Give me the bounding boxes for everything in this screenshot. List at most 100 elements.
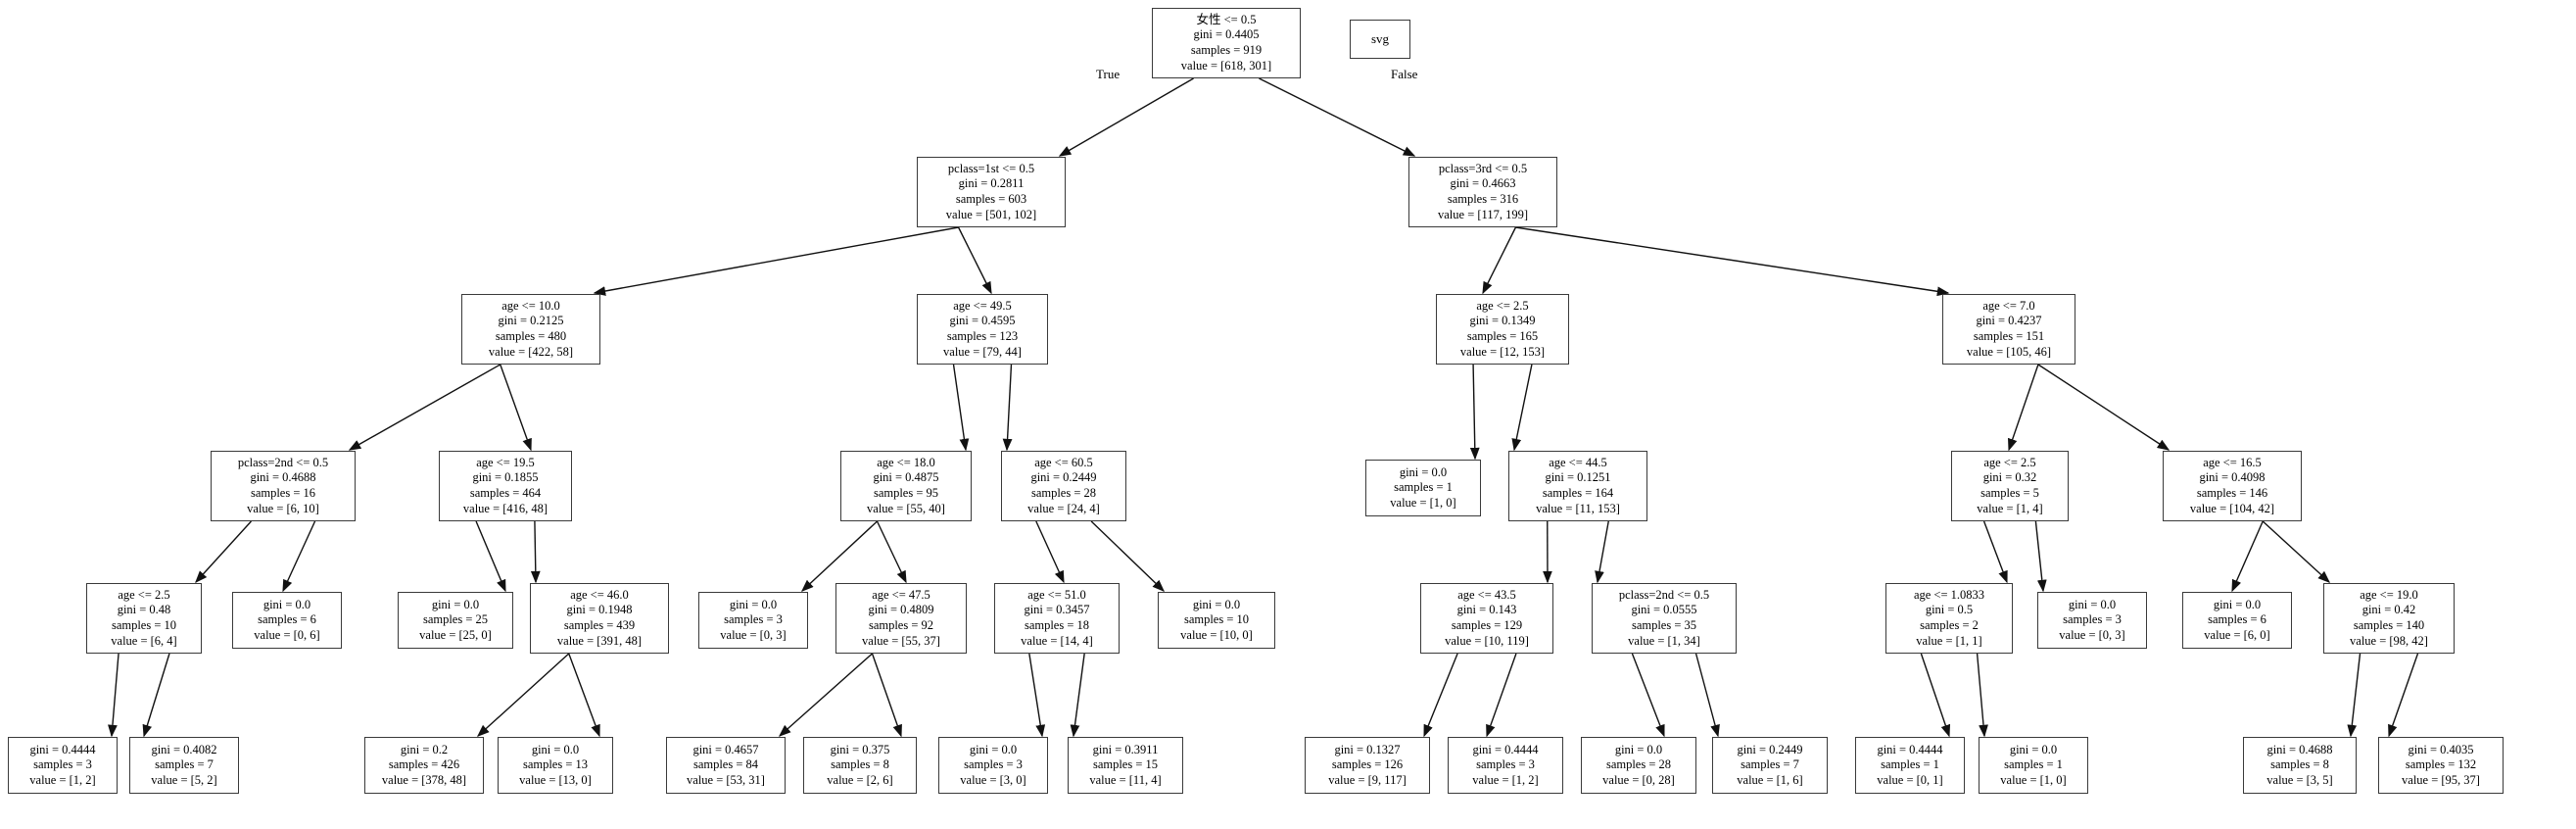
node-line: samples = 164: [1542, 486, 1614, 500]
node-line: samples = 919: [1190, 43, 1263, 57]
tree-edge: [1259, 77, 1416, 157]
tree-edge: [1486, 653, 1517, 738]
node-line: samples = 25: [422, 612, 489, 627]
node-line: samples = 28: [1030, 486, 1097, 500]
tree-edge: [2037, 364, 2171, 451]
node-line: gini = 0.1251: [1545, 470, 1611, 485]
node-line: value = [14, 4]: [1021, 633, 1093, 648]
node-line: age <= 47.5: [872, 587, 930, 602]
node-line: value = [1, 6]: [1737, 772, 1803, 787]
tree-edge: [530, 520, 541, 584]
node-line: gini = 0.1855: [472, 470, 539, 485]
node-line: samples = 603: [955, 192, 1027, 206]
node-line: gini = 0.42: [2361, 603, 2416, 617]
tree-edge: [2262, 520, 2331, 583]
node-line: gini = 0.5: [1925, 603, 1974, 617]
node-line: value = [378, 48]: [381, 772, 467, 787]
node-line: age <= 1.0833: [1913, 587, 1985, 602]
svg-legend-box: svg: [1350, 20, 1410, 59]
node-line: gini = 0.1349: [1469, 314, 1536, 328]
node-line: value = [1, 4]: [1977, 501, 2043, 515]
node-line: gini = 0.0: [2009, 742, 2058, 756]
node-line: gini = 0.4875: [873, 470, 939, 485]
node-line: pclass=3rd <= 0.5: [1438, 161, 1528, 175]
tree-edge: [1515, 226, 1950, 297]
node-line: samples = 28: [1605, 757, 1672, 772]
node-line: value = [9, 117]: [1328, 772, 1407, 787]
node-line: samples = 1: [2004, 757, 2063, 772]
node-line: samples = 123: [946, 329, 1019, 343]
node-line: value = [13, 0]: [519, 772, 592, 787]
node-line: value = [1, 34]: [1628, 633, 1700, 648]
node-line: value = [6, 10]: [247, 501, 319, 515]
node-line: age <= 18.0: [877, 455, 935, 469]
node-line: gini = 0.4082: [151, 742, 217, 756]
node-line: value = [95, 37]: [2402, 772, 2480, 787]
node-line: gini = 0.2125: [498, 314, 564, 328]
node-line: gini = 0.4595: [949, 314, 1016, 328]
edge-label-false: False: [1391, 67, 1418, 81]
node-line: samples = 35: [1631, 618, 1697, 632]
node-line: gini = 0.32: [1982, 470, 2037, 485]
node-line: gini = 0.375: [830, 742, 890, 756]
node-line: age <= 7.0: [1982, 298, 2035, 313]
node-line: gini = 0.3911: [1092, 742, 1159, 756]
node-line: samples = 95: [873, 486, 939, 500]
tree-edge: [1058, 77, 1194, 157]
node-line: gini = 0.0: [1614, 742, 1663, 756]
node-line: pclass=2nd <= 0.5: [237, 455, 329, 469]
tree-edge: [2388, 653, 2419, 738]
node-line: gini = 0.2449: [1737, 742, 1803, 756]
tree-edge: [876, 520, 907, 584]
node-line: samples = 2: [1920, 618, 1979, 632]
node-line: value = [0, 3]: [720, 627, 787, 642]
